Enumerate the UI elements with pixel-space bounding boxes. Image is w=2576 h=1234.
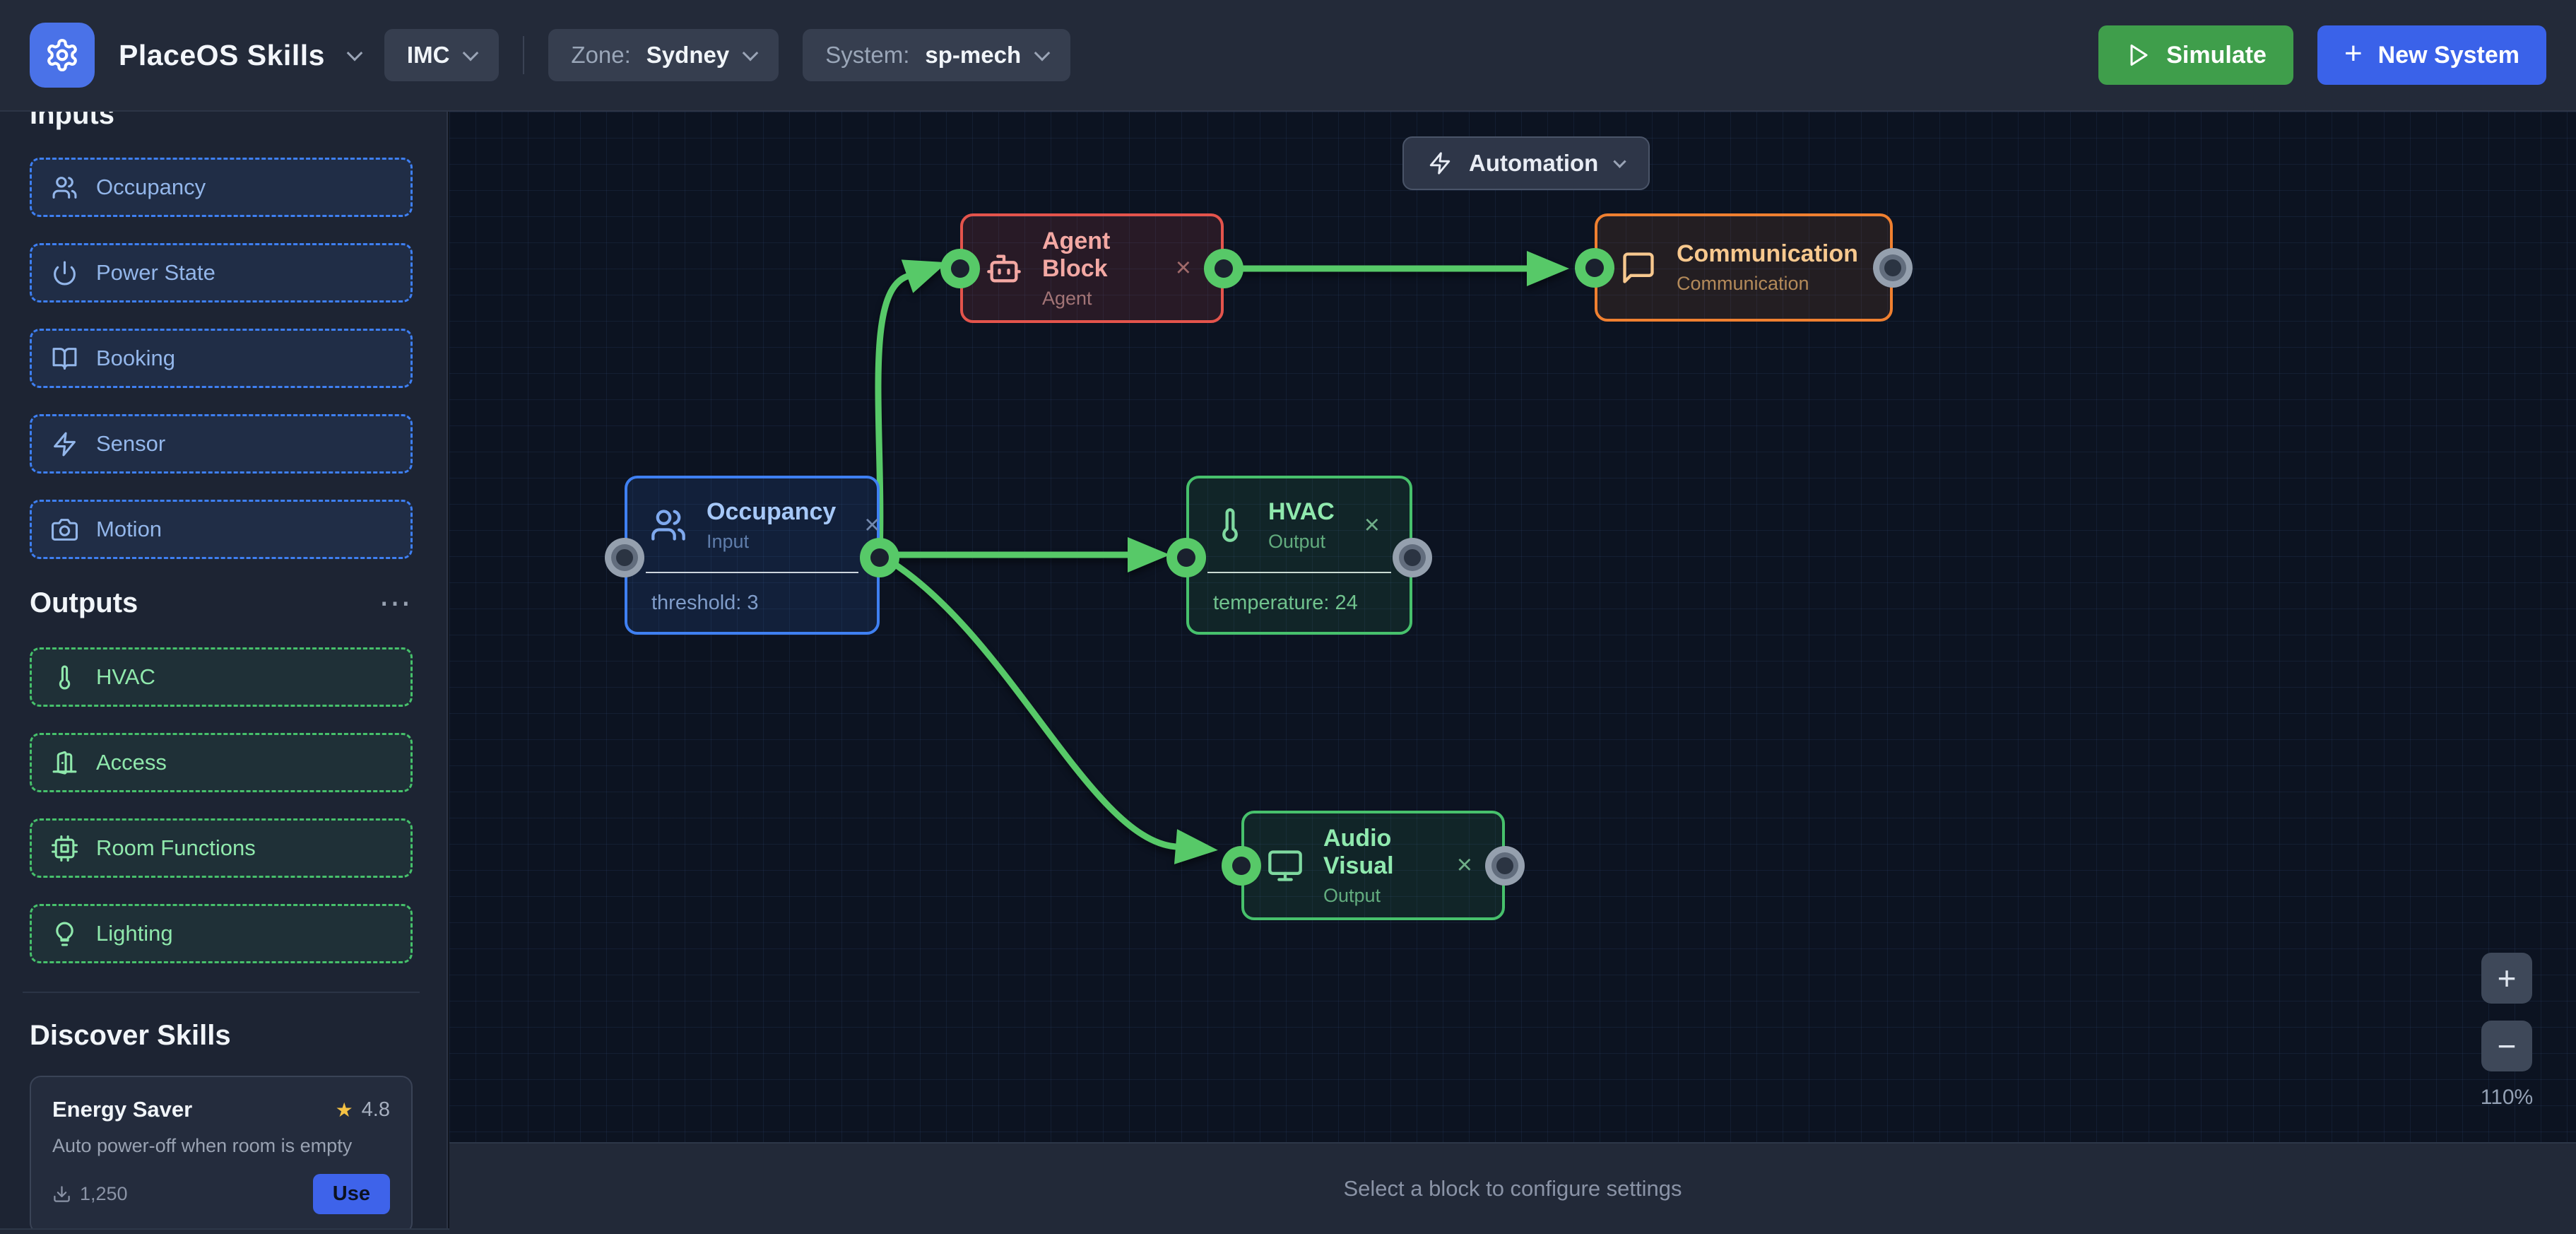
node-param: threshold: 3 [651,592,759,614]
node-title: Occupancy [707,498,837,525]
power-icon [54,261,76,285]
skill-card-energy-saver: Energy Saver ★ 4.8 Auto power-off when r… [30,1076,413,1228]
sidebar-item-booking[interactable]: Booking [30,329,413,388]
node-agent-block[interactable]: Agent Block Agent × [940,213,1243,323]
outputs-section-title: Outputs [30,587,138,618]
input-port[interactable] [940,248,980,288]
sidebar-item-access[interactable]: Access [30,733,413,792]
simulate-button[interactable]: Simulate [2098,25,2293,85]
close-icon[interactable]: × [1364,510,1380,540]
output-port[interactable] [1204,248,1243,288]
node-subtitle: Agent [1042,287,1092,309]
skill-rating: 4.8 [361,1098,390,1121]
inputs-section-title: Inputs [30,112,114,130]
sidebar-divider [23,992,420,993]
input-port[interactable] [1166,538,1206,577]
chat-icon [1623,252,1654,283]
input-port[interactable] [605,538,644,577]
bolt-icon [1429,152,1451,175]
node-occupancy[interactable]: Occupancy Input × threshold: 3 [605,476,899,635]
skill-name: Energy Saver [52,1097,193,1122]
new-system-button[interactable]: + New System [2317,25,2546,85]
sidebar-item-lighting[interactable]: Lighting [30,904,413,963]
lightbulb-icon [56,922,73,946]
use-skill-button[interactable]: Use [312,1174,390,1214]
zone-selector[interactable]: Zone: Sydney [548,29,779,81]
zoom-in-button[interactable]: + [2481,953,2532,1004]
discover-section-title: Discover Skills [30,1020,231,1051]
node-subtitle: Input [707,530,750,552]
node-subtitle: Communication [1677,273,1809,294]
close-icon[interactable]: × [1456,850,1472,880]
sidebar-item-power-state[interactable]: Power State [30,243,413,302]
sidebar-item-occupancy[interactable]: Occupancy [30,158,413,217]
node-communication[interactable]: Communication Communication × [1575,213,1913,322]
chevron-down-icon [1613,154,1627,168]
robot-icon [987,254,1021,282]
sidebar-item-room-functions[interactable]: Room Functions [30,818,413,878]
connection-edges [875,251,1569,864]
sidebar-footer-strip [0,1228,449,1234]
monitor-icon [1268,850,1302,881]
node-title: HVAC [1268,498,1335,525]
status-message: Select a block to configure settings [1343,1176,1682,1201]
close-icon[interactable]: × [864,510,880,540]
header-divider [523,36,525,74]
node-audio-visual[interactable]: Audio Visual Output × [1222,811,1525,920]
system-selector[interactable]: System: sp-mech [803,29,1071,81]
mode-selector[interactable]: Automation [1402,136,1650,190]
node-title: Agent Block [1042,227,1111,282]
edge-occupancy-audiovisual [876,551,1218,864]
node-param: temperature: 24 [1213,592,1358,614]
zoom-out-button[interactable]: − [2481,1021,2532,1071]
output-port[interactable] [860,538,899,577]
output-port[interactable] [1485,845,1525,886]
sidebar: Inputs Occupancy Power State Booking Sen… [0,112,448,1228]
cpu-icon [52,835,78,862]
node-subtitle: Output [1323,884,1381,906]
skill-description: Auto power-off when room is empty [52,1135,353,1156]
chevron-down-icon [742,45,759,61]
ellipsis-icon[interactable]: ⋯ [379,584,413,621]
gear-icon [47,39,77,71]
status-bar: Select a block to configure settings [449,1142,2576,1234]
thermometer-icon [1222,508,1238,542]
users-icon [651,510,685,541]
chevron-down-icon [1034,45,1051,61]
download-icon [54,1186,70,1202]
node-subtitle: Output [1268,530,1326,552]
zoom-level: 110% [2480,1086,2534,1109]
plus-icon: + [2344,36,2363,71]
edge-occupancy-agent [875,259,947,558]
output-port[interactable] [1873,247,1913,288]
node-hvac[interactable]: HVAC Output × temperature: 24 [1166,476,1432,635]
close-icon[interactable]: × [1175,253,1191,283]
play-icon [2130,45,2148,66]
node-title: Communication [1677,240,1858,267]
input-port[interactable] [1575,247,1614,288]
app-logo [30,23,95,88]
skill-download-count: 1,250 [80,1183,128,1204]
chevron-down-icon[interactable] [346,45,363,61]
star-icon: ★ [335,1098,353,1121]
org-selector[interactable]: IMC [384,29,500,81]
door-open-icon [52,751,77,775]
output-port[interactable] [1393,538,1432,577]
book-open-icon [52,347,77,370]
sidebar-item-hvac[interactable]: HVAC [30,647,413,707]
thermometer-icon [59,665,71,689]
input-port[interactable] [1222,845,1261,886]
sidebar-item-sensor[interactable]: Sensor [30,414,413,474]
node-divider [1207,572,1391,573]
node-divider [646,572,858,573]
chevron-down-icon [463,45,479,61]
zap-icon [54,432,76,456]
node-title: Audio Visual [1323,824,1394,879]
top-bar: PlaceOS Skills IMC Zone: Sydney System: … [0,0,2576,112]
users-icon [52,176,77,199]
page-title: PlaceOS Skills [119,38,325,71]
sidebar-item-motion[interactable]: Motion [30,500,413,559]
camera-icon [52,518,78,541]
flow-canvas[interactable]: Automation Agent Block Agent × Communica… [449,112,2576,1142]
